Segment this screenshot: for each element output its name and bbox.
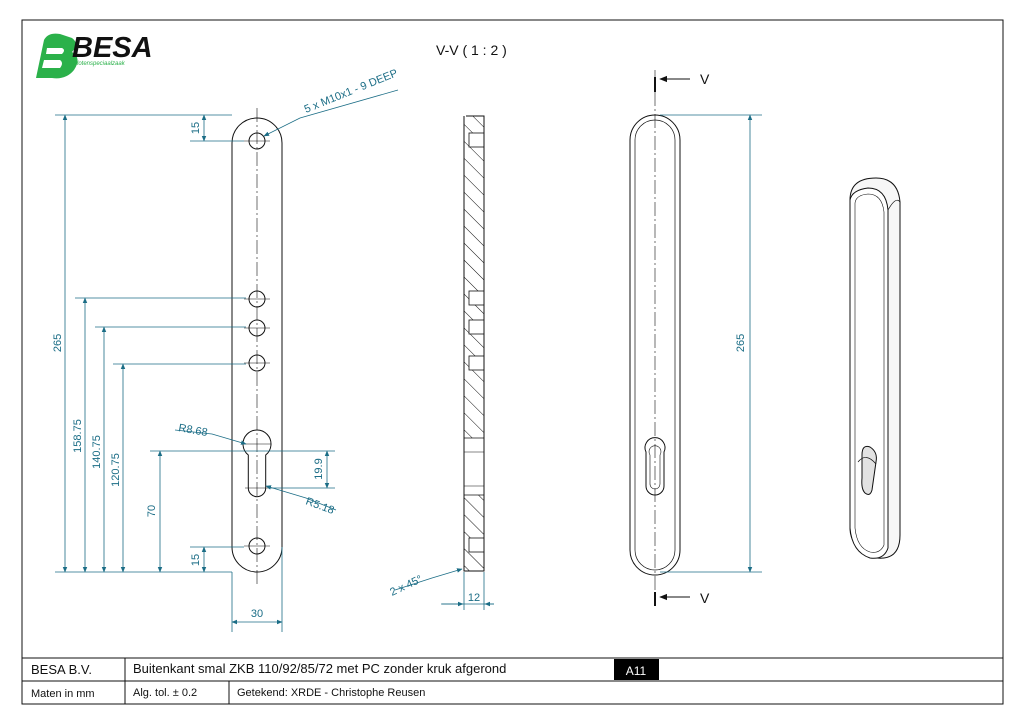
drawn-by: Getekend: XRDE - Christophe Reusen: [237, 687, 425, 699]
dim-120-75: 120.75: [110, 453, 122, 487]
drawing-frame: [21, 19, 1004, 705]
title-block: BESA B.V. Buitenkant smal ZKB 110/92/85/…: [22, 657, 1003, 704]
logo-letters: BESA: [72, 32, 153, 64]
plate-outer: [629, 114, 681, 576]
mounting-hole-top: [244, 132, 270, 150]
dim-total-length: 265: [52, 334, 64, 352]
dim-19-9: 19.9: [313, 458, 325, 479]
mounting-hole: [244, 319, 270, 337]
sheet-badge: [614, 659, 659, 680]
cylinder-cutout: [861, 445, 877, 495]
logo-tagline: slotenspeciaalzaak: [74, 61, 126, 67]
dim-top-15: 15: [190, 122, 202, 134]
dim-width-30: 30: [251, 608, 263, 620]
sheet-number: A11: [626, 664, 647, 678]
dim-r8-68: R8.68: [177, 422, 208, 439]
drawing-title: Buitenkant smal ZKB 110/92/85/72 met PC …: [133, 661, 506, 676]
cylinder-cutout: [242, 429, 272, 498]
dim-thickness-12: 12: [468, 592, 480, 604]
section-title: V-V ( 1 : 2 ): [436, 42, 507, 58]
dim-total-length: 265: [735, 334, 747, 352]
section-marker-top: V: [700, 71, 710, 87]
section-view-vv: V V 265: [629, 70, 762, 606]
side-view: 12 2 x 45°: [388, 115, 494, 610]
cylinder-cutout: [644, 437, 666, 496]
plate-inner: [634, 119, 676, 571]
dim-158-75: 158.75: [72, 419, 84, 453]
mounting-hole-bottom: [244, 537, 270, 555]
tolerance-note: Alg. tol. ± 0.2: [133, 687, 197, 699]
section-hatch: [464, 495, 484, 571]
hole-note: 5 x M10x1 - 9 DEEP: [303, 67, 400, 115]
company-name: BESA B.V.: [31, 662, 92, 677]
mounting-hole: [244, 354, 270, 372]
chamfer-note: 2 x 45°: [388, 573, 424, 598]
besa-logo: BESA slotenspeciaalzaak: [36, 32, 153, 79]
dim-r5-18: R5.18: [304, 496, 336, 517]
dim-70: 70: [146, 505, 158, 517]
front-view: 265 158.75 140.75 120.75 70 15 15 19.9 3…: [52, 67, 400, 632]
isometric-view: [849, 177, 901, 559]
dim-140-75: 140.75: [91, 435, 103, 469]
section-hatch: [464, 116, 484, 438]
dim-bottom-15: 15: [190, 554, 202, 566]
mounting-hole: [244, 290, 270, 308]
units-note: Maten in mm: [31, 688, 95, 700]
section-marker-bottom: V: [700, 590, 710, 606]
